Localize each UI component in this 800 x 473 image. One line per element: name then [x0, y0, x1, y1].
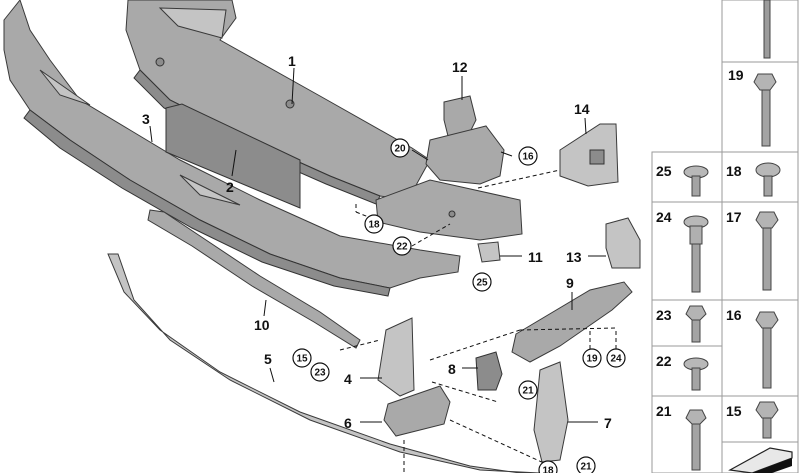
svg-text:21: 21 [656, 403, 672, 419]
fastener-21: 21 [656, 403, 707, 471]
callout-20: 20 [390, 138, 410, 158]
callout-18a: 18 [364, 214, 384, 234]
callout-24: 24 [606, 348, 626, 368]
part-bracket-14 [559, 123, 619, 187]
svg-text:25: 25 [656, 163, 672, 179]
callout-7: 7 [604, 415, 612, 431]
part-crash-box [425, 125, 505, 185]
svg-text:24: 24 [610, 354, 622, 365]
svg-text:21: 21 [522, 386, 534, 397]
fastener-18: 18 [726, 162, 781, 197]
fastener-24: 24 [656, 209, 709, 293]
callout-8: 8 [448, 361, 456, 377]
callout-3: 3 [142, 111, 150, 127]
callout-5: 5 [264, 351, 272, 367]
svg-text:20: 20 [394, 144, 406, 155]
callout-6: 6 [344, 415, 352, 431]
svg-text:19: 19 [728, 67, 744, 83]
callout-4: 4 [344, 371, 352, 387]
callout-21b: 21 [576, 456, 596, 473]
svg-text:24: 24 [656, 209, 672, 225]
callout-12: 12 [452, 59, 468, 75]
callout-15: 15 [292, 348, 312, 368]
callout-22: 22 [392, 236, 412, 256]
callout-13: 13 [566, 249, 582, 265]
fastener-16: 16 [726, 307, 779, 389]
callout-25: 25 [472, 272, 492, 292]
callout-18b: 18 [538, 460, 558, 473]
fastener-panel: 19 25 18 24 17 [651, 0, 799, 473]
fastener-22: 22 [656, 353, 709, 391]
part-support-arm [511, 281, 633, 363]
part-clip [477, 241, 501, 263]
svg-text:18: 18 [726, 163, 742, 179]
callout-11: 11 [528, 249, 543, 265]
callout-9: 9 [566, 275, 574, 291]
svg-text:22: 22 [656, 353, 672, 369]
svg-text:18: 18 [368, 220, 380, 231]
svg-text:18: 18 [542, 466, 554, 473]
fastener-19: 19 [728, 67, 777, 147]
leader-lines [149, 67, 617, 473]
fastener-25: 25 [656, 163, 709, 197]
part-foam-insert [165, 103, 301, 209]
svg-text:23: 23 [314, 368, 326, 379]
fastener-15: 15 [726, 401, 779, 439]
svg-text:15: 15 [726, 403, 742, 419]
callout-14: 14 [574, 101, 590, 117]
callout-16: 16 [518, 146, 538, 166]
svg-text:15: 15 [296, 354, 308, 365]
callout-10: 10 [254, 317, 270, 333]
svg-text:21: 21 [580, 462, 592, 473]
part-lower-bracket [147, 209, 361, 349]
part-energy-absorber [3, 0, 461, 297]
fastener-17: 17 [726, 209, 779, 291]
callout-2: 2 [226, 179, 234, 195]
svg-text:22: 22 [396, 242, 408, 253]
svg-text:23: 23 [656, 307, 672, 323]
part-bracket-8 [475, 351, 503, 391]
part-bracket-6 [383, 385, 451, 437]
callout-21a: 21 [518, 380, 538, 400]
fastener-23: 23 [656, 305, 707, 343]
svg-text:25: 25 [476, 278, 488, 289]
part-mounting-plate [375, 179, 523, 241]
callout-1: 1 [288, 53, 296, 69]
callout-19: 19 [582, 348, 602, 368]
svg-text:16: 16 [726, 307, 742, 323]
svg-text:16: 16 [522, 152, 534, 163]
callout-23: 23 [310, 362, 330, 382]
part-bracket-7 [533, 361, 569, 463]
svg-text:19: 19 [586, 354, 598, 365]
part-bottom-strip [107, 253, 541, 473]
part-bracket-13 [605, 217, 641, 269]
part-bracket-4 [377, 317, 415, 397]
svg-text:17: 17 [726, 209, 742, 225]
